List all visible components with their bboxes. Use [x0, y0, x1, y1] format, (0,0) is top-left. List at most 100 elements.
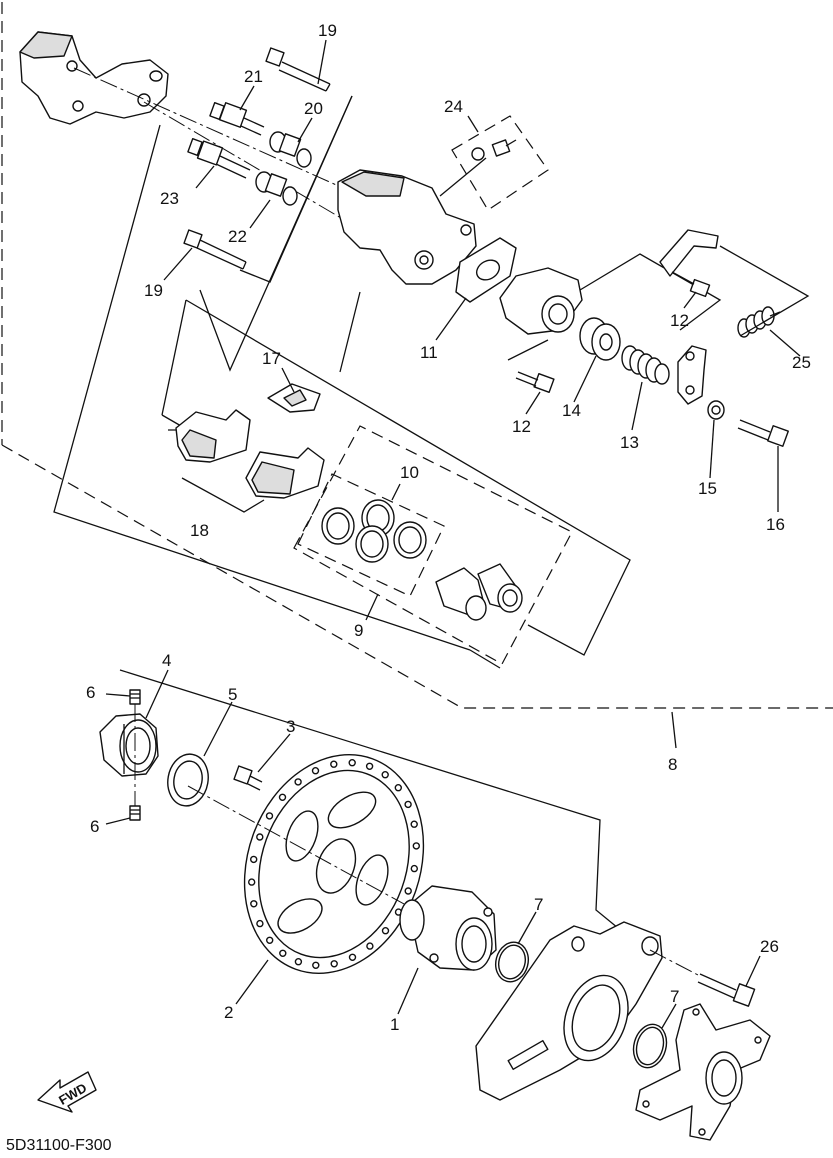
part-12-bolt-lower	[515, 371, 555, 394]
disc-hole	[312, 961, 320, 969]
disc-hole	[348, 953, 357, 961]
part-14-bushing	[579, 317, 621, 361]
pistons	[435, 563, 523, 621]
caliper-bracket	[19, 31, 169, 125]
callout-12-lower: 12	[512, 417, 531, 436]
leader-lines	[53, 95, 631, 929]
callout-26: 26	[760, 937, 779, 956]
callout-1: 1	[390, 1015, 399, 1034]
figure-code: 5D31100-F300	[6, 1137, 112, 1154]
disc-hole	[250, 900, 258, 908]
part-11-gasket	[455, 237, 517, 303]
callout-6-bottom: 6	[90, 817, 99, 836]
callout-7-lower: 7	[670, 987, 679, 1006]
callout-20: 20	[304, 99, 323, 118]
callout-22: 22	[228, 227, 247, 246]
part-5-washer	[167, 753, 209, 807]
disc-hole	[381, 927, 390, 935]
part-19-bolt-bottom	[183, 229, 247, 270]
part-4-hub-nut	[99, 713, 159, 777]
disc-hole	[330, 760, 338, 768]
callout-21: 21	[244, 67, 263, 86]
disc-hole	[294, 958, 303, 966]
callout-11: 11	[420, 343, 438, 362]
caliper-body	[337, 169, 477, 285]
part-26-bolt	[697, 973, 756, 1007]
part-23-pin	[187, 138, 251, 179]
disc-hole	[249, 855, 258, 864]
disc-hole	[394, 784, 402, 792]
part-3-bolt	[233, 765, 263, 791]
part-7-o-ring-lower	[632, 1023, 668, 1069]
disc-hole	[256, 919, 264, 928]
forward-direction-arrow: FWD	[37, 1071, 97, 1113]
part-6-set-screw-bottom	[129, 805, 141, 821]
parking-brake-lever	[659, 229, 719, 298]
callout-19-top: 19	[318, 21, 337, 40]
callout-24: 24	[444, 97, 463, 116]
disc-hole	[410, 820, 418, 828]
disc-hole	[365, 762, 374, 770]
part-15-nut	[707, 400, 725, 420]
disc-hole	[294, 778, 302, 786]
disc-hole	[247, 878, 256, 886]
callout-leaders	[105, 39, 801, 1029]
part-1-hub	[399, 885, 497, 971]
part-17-pad-spring	[267, 383, 321, 413]
callout-25: 25	[792, 353, 811, 372]
callout-15: 15	[698, 479, 717, 498]
part-22-boot	[255, 171, 298, 206]
part-16-bolt	[737, 419, 789, 447]
disc-hole	[410, 864, 418, 873]
disc-hole	[366, 942, 374, 950]
callout-14: 14	[562, 401, 581, 420]
callout-9: 9	[354, 621, 363, 640]
callout-19-bottom: 19	[144, 281, 163, 300]
part-13-spring	[621, 345, 670, 385]
part-19-bolt-top	[265, 47, 331, 92]
disc-hole	[311, 767, 320, 775]
callout-4: 4	[162, 651, 171, 670]
disc-hole	[412, 842, 420, 850]
disc-hole	[381, 771, 389, 779]
caliper-holder-bracket	[475, 921, 663, 1101]
callout-12-upper: 12	[670, 311, 689, 330]
part-24-bleed-kit	[451, 115, 549, 211]
callout-17: 17	[262, 349, 281, 368]
callout-6-top: 6	[86, 683, 95, 702]
part-18-brake-pads	[175, 409, 325, 499]
assembly-8-boundary	[1, 2, 833, 749]
disc-hole	[404, 887, 412, 895]
part-9-piston-kit	[293, 425, 573, 665]
disc-holes	[247, 759, 420, 969]
callout-8: 8	[668, 755, 677, 774]
callout-2: 2	[224, 1003, 233, 1022]
callout-13: 13	[620, 433, 639, 452]
parking-brake-housing	[499, 267, 583, 335]
disc-hole	[265, 812, 274, 820]
sprocket-hub	[635, 1003, 771, 1141]
disc-hole	[279, 949, 287, 957]
callout-18: 18	[190, 521, 209, 540]
disc-hole	[278, 793, 287, 801]
part-10-seal-kit	[321, 499, 427, 563]
callout-23: 23	[160, 189, 179, 208]
disc-hole	[330, 960, 338, 968]
parking-arm	[677, 345, 707, 405]
callout-5: 5	[228, 685, 237, 704]
callout-7-upper: 7	[534, 895, 543, 914]
callout-10: 10	[400, 463, 419, 482]
disc-hole	[266, 936, 274, 944]
callout-3: 3	[286, 717, 295, 736]
callout-numbers: 19 21 20 24 23 22 19 11 12 25 17 12 14 1…	[86, 21, 811, 1034]
part-7-o-ring-upper	[495, 941, 529, 983]
part-2-brake-disc	[243, 754, 425, 974]
part-6-set-screw-top	[129, 689, 141, 705]
part-20-boot	[269, 131, 312, 168]
callout-16: 16	[766, 515, 785, 534]
disc-hole	[348, 759, 356, 767]
disc-hole	[256, 833, 264, 841]
disc-hole	[404, 800, 412, 809]
part-25-spring	[737, 306, 781, 338]
